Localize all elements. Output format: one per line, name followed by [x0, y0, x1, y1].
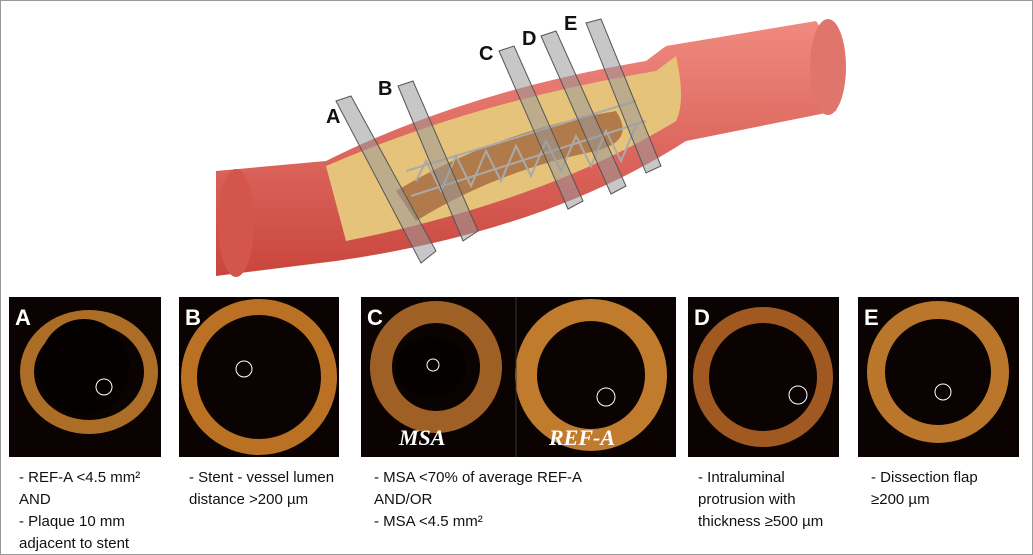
- oct-image-d: D: [688, 297, 839, 457]
- caption-line: thickness ≥500 µm: [698, 513, 824, 530]
- caption-line: - REF-A <4.5 mm²: [19, 469, 141, 486]
- caption-line: - Plaque 10 mm: [19, 513, 125, 530]
- caption-line: protrusion with: [698, 491, 796, 508]
- ref-a-label: REF-A: [549, 425, 616, 450]
- caption-b: - Stent - vessel lumen distance >200 µm: [189, 467, 334, 511]
- msa-label: MSA: [399, 425, 446, 450]
- caption-line: adjacent to stent: [19, 535, 130, 552]
- caption-c: - MSA <70% of average REF-A AND/OR - MSA…: [374, 467, 582, 533]
- plane-label-e: E: [564, 13, 578, 35]
- plane-label-c: C: [479, 43, 494, 65]
- oct-image-c: C MSA REF-A: [361, 297, 676, 457]
- panel-tag-a: A: [15, 305, 31, 330]
- caption-line: - Stent - vessel lumen: [189, 469, 335, 486]
- oct-image-e: E: [858, 297, 1019, 457]
- caption-line: AND: [19, 491, 51, 508]
- panel-tag-c: C: [367, 305, 383, 330]
- panel-tag-b: B: [185, 305, 201, 330]
- plane-label-b: B: [378, 78, 393, 100]
- oct-image-a: A: [9, 297, 161, 457]
- vessel-illustration: [216, 18, 846, 277]
- oct-image-b: B: [179, 297, 339, 457]
- caption-e: - Dissection flap ≥200 µm: [871, 467, 978, 511]
- caption-line: distance >200 µm: [189, 491, 309, 508]
- caption-line: - MSA <4.5 mm²: [374, 513, 483, 530]
- panel-tag-e: E: [864, 305, 879, 330]
- caption-line: - MSA <70% of average REF-A: [374, 469, 583, 486]
- plane-label-a: A: [326, 106, 341, 128]
- caption-line: ≥200 µm: [871, 491, 930, 508]
- caption-line: - Intraluminal: [698, 469, 785, 486]
- panel-tag-d: D: [694, 305, 710, 330]
- plane-label-d: D: [522, 28, 537, 50]
- caption-a: - REF-A <4.5 mm² AND - Plaque 10 mm adja…: [19, 467, 141, 554]
- caption-line: - Dissection flap: [871, 469, 978, 486]
- caption-d: - Intraluminal protrusion with thickness…: [698, 467, 823, 533]
- caption-line: AND/OR: [374, 491, 433, 508]
